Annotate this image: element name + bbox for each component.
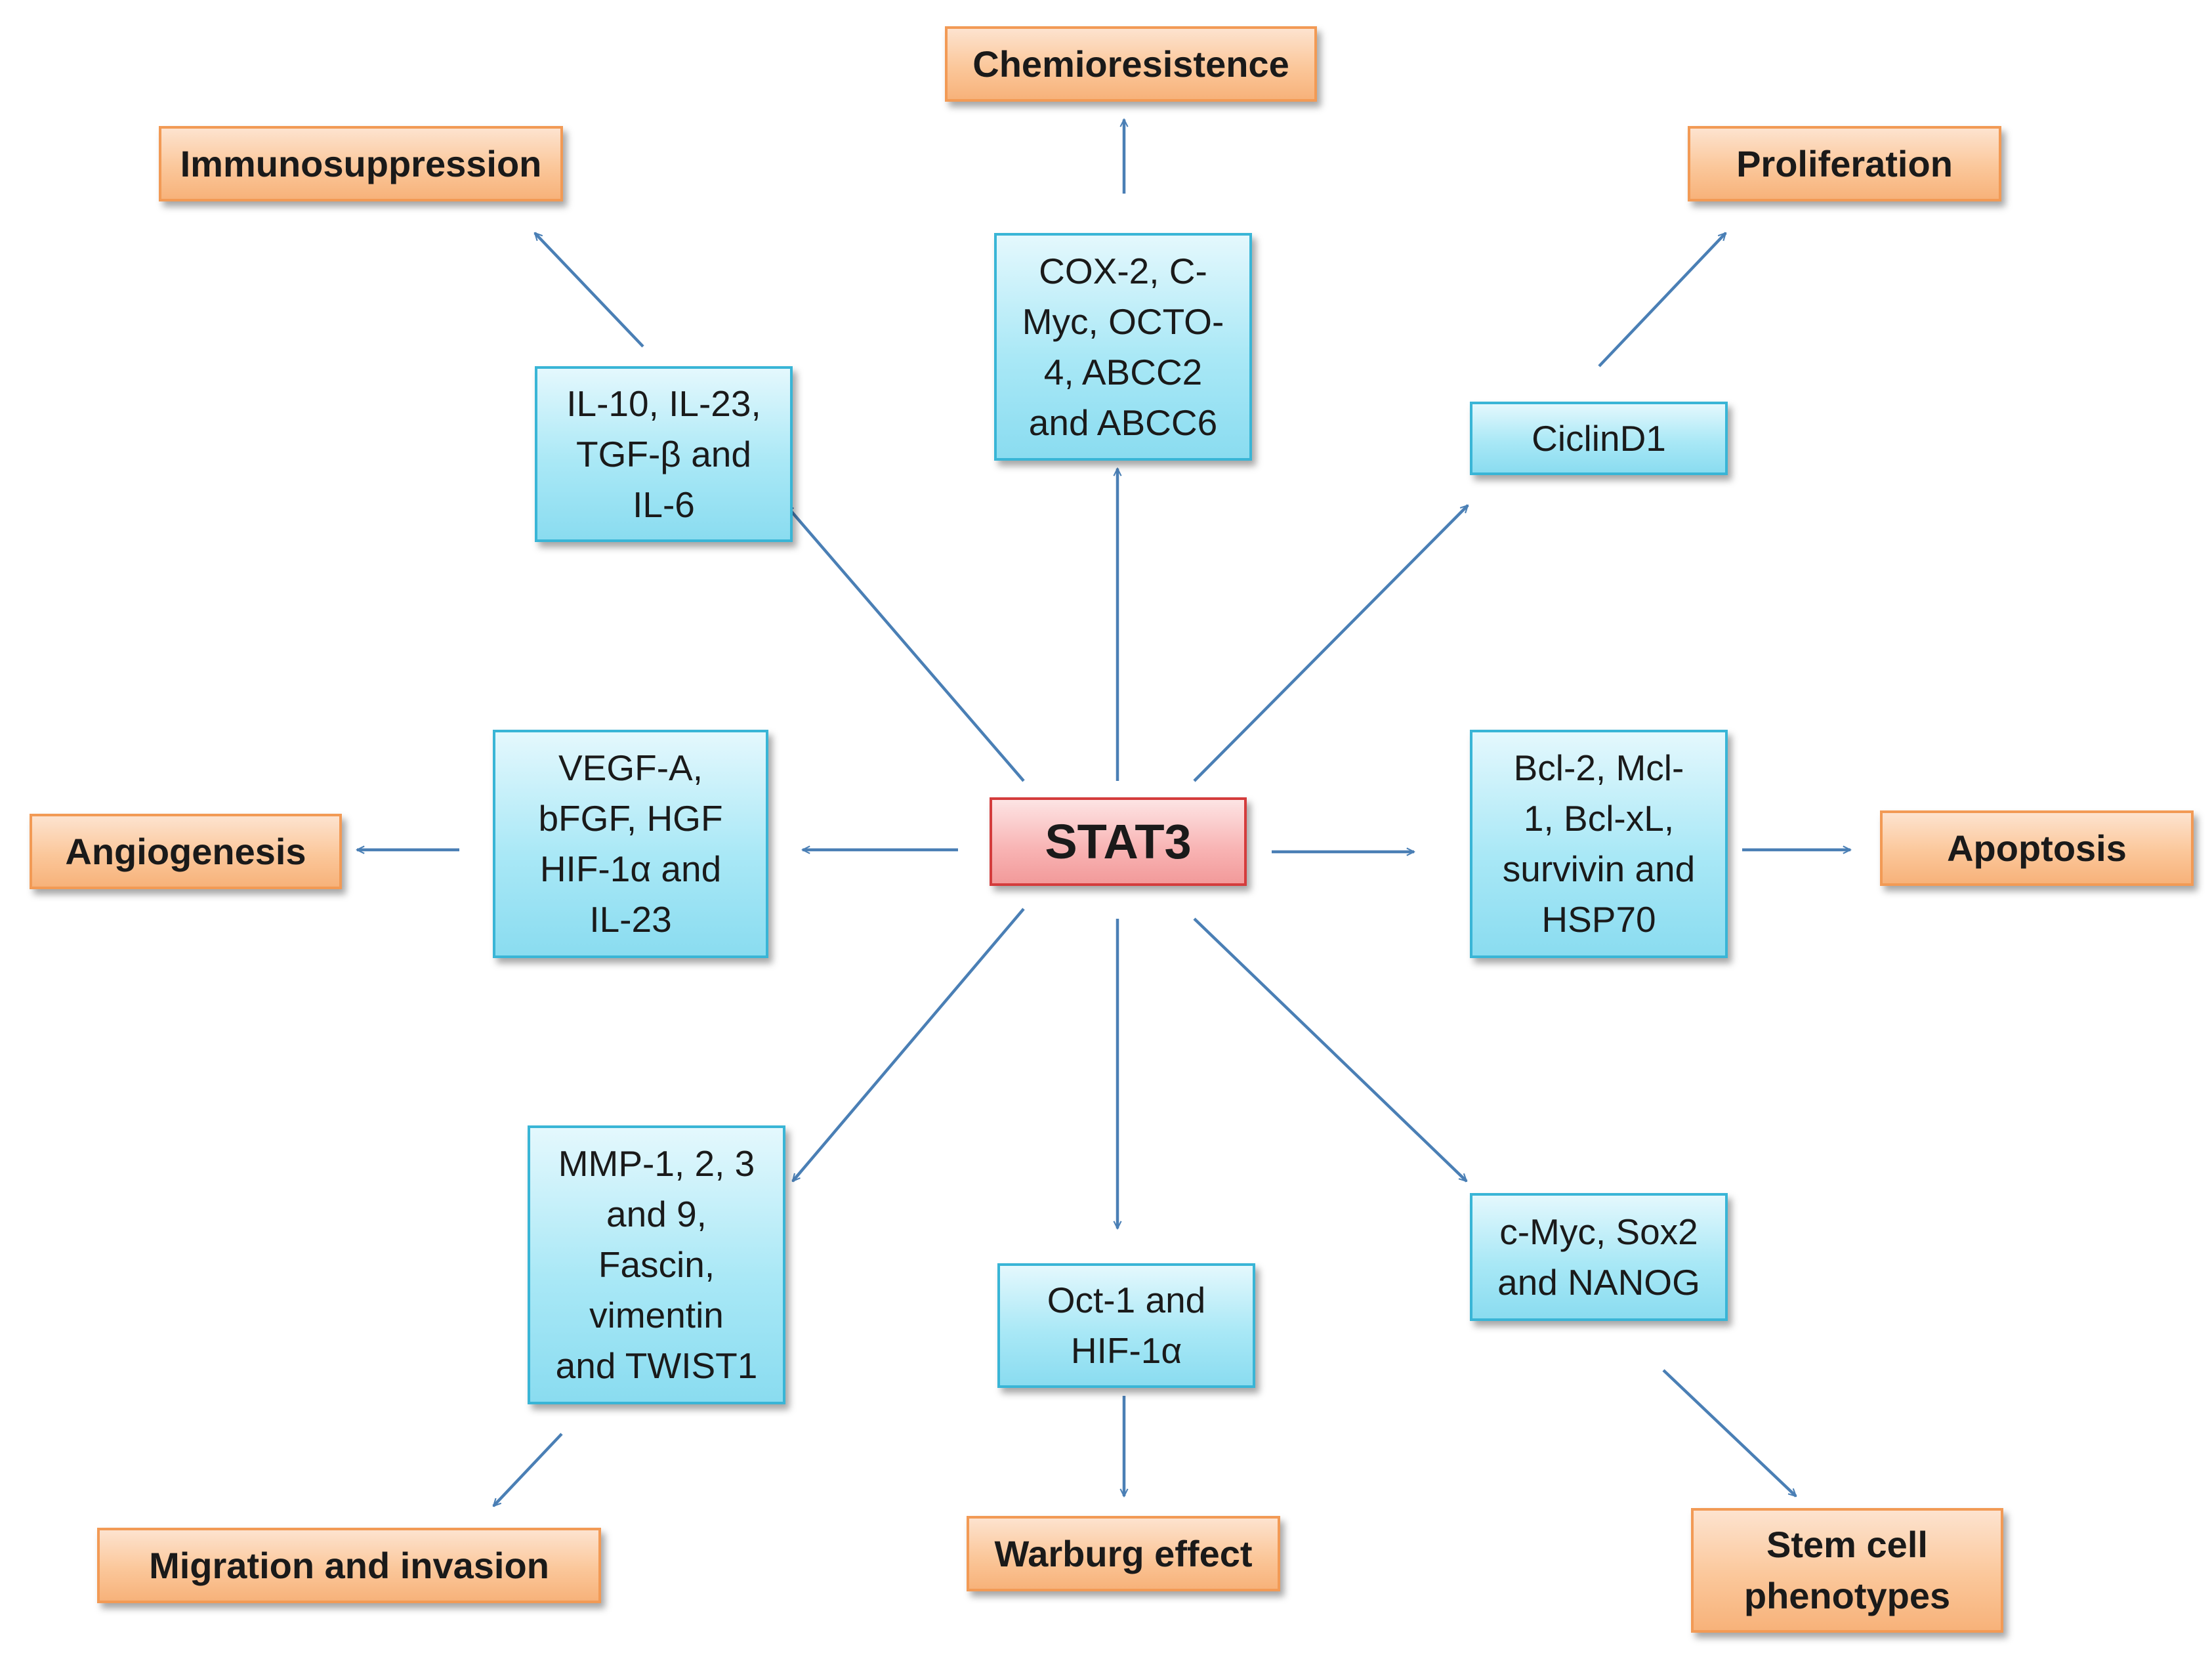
outcome-stem-cell-phenotypes: Stem cell phenotypes	[1691, 1508, 2003, 1633]
stem-cell-mediators-text: c-Myc, Sox2 and NANOG	[1497, 1211, 1700, 1303]
apoptosis-mediators-text: Bcl-2, Mcl- 1, Bcl-xL, survivin and HSP7…	[1502, 747, 1696, 940]
outcome-warburg-effect: Warburg effect	[967, 1516, 1280, 1591]
outcome-proliferation-label: Proliferation	[1736, 143, 1953, 184]
arrow-stat3-to-migr-mediators	[791, 908, 1025, 1181]
immunosuppression-mediators-box: IL-10, IL-23, TGF-β and IL-6	[535, 366, 793, 542]
arrow-to-immunosuppression	[533, 233, 644, 348]
outcome-immunosuppression-label: Immunosuppression	[180, 143, 542, 184]
chemoresistance-mediators-text: COX-2, C- Myc, OCTO- 4, ABCC2 and ABCC6	[1022, 250, 1224, 443]
outcome-stem-cell-phenotypes-label: Stem cell phenotypes	[1743, 1524, 1951, 1616]
outcome-proliferation: Proliferation	[1688, 126, 2001, 201]
outcome-angiogenesis-label: Angiogenesis	[65, 831, 306, 872]
immunosuppression-mediators-text: IL-10, IL-23, TGF-β and IL-6	[566, 383, 761, 525]
proliferation-mediators-box: CiclinD1	[1470, 402, 1728, 475]
stem-cell-mediators-box: c-Myc, Sox2 and NANOG	[1470, 1193, 1728, 1321]
outcome-migration-and-invasion: Migration and invasion	[97, 1528, 601, 1603]
outcome-warburg-effect-label: Warburg effect	[994, 1533, 1253, 1574]
outcome-apoptosis-label: Apoptosis	[1947, 828, 2127, 869]
arrow-stat3-to-ciclind1	[1193, 505, 1468, 782]
arrow-stat3-to-stem-mediators	[1193, 917, 1467, 1181]
outcome-angiogenesis: Angiogenesis	[30, 814, 342, 889]
warburg-mediators-text: Oct-1 and HIF-1α	[1047, 1280, 1206, 1371]
arrow-stat3-to-immuno-mediators	[785, 505, 1025, 782]
proliferation-mediators-text: CiclinD1	[1532, 417, 1666, 459]
outcome-immunosuppression: Immunosuppression	[159, 126, 563, 201]
outcome-chemioresistence: Chemioresistence	[945, 26, 1317, 102]
arrow-to-proliferation	[1598, 233, 1727, 367]
angiogenesis-mediators-box: VEGF-A, bFGF, HGF HIF-1α and IL-23	[493, 730, 768, 958]
stat3-label: STAT3	[1045, 814, 1192, 869]
migration-mediators-box: MMP-1, 2, 3 and 9, Fascin, vimentin and …	[528, 1125, 785, 1404]
angiogenesis-mediators-text: VEGF-A, bFGF, HGF HIF-1α and IL-23	[538, 747, 723, 940]
chemoresistance-mediators-box: COX-2, C- Myc, OCTO- 4, ABCC2 and ABCC6	[994, 233, 1252, 461]
arrow-to-migration	[492, 1433, 563, 1506]
outcome-chemioresistence-label: Chemioresistence	[972, 43, 1289, 85]
warburg-mediators-box: Oct-1 and HIF-1α	[997, 1263, 1255, 1388]
outcome-migration-and-invasion-label: Migration and invasion	[149, 1545, 549, 1586]
outcome-apoptosis: Apoptosis	[1880, 810, 2194, 886]
stat3-node: STAT3	[990, 797, 1247, 886]
apoptosis-mediators-box: Bcl-2, Mcl- 1, Bcl-xL, survivin and HSP7…	[1470, 730, 1728, 958]
arrow-to-stem-cell-phenotypes	[1662, 1369, 1796, 1498]
migration-mediators-text: MMP-1, 2, 3 and 9, Fascin, vimentin and …	[555, 1143, 758, 1386]
